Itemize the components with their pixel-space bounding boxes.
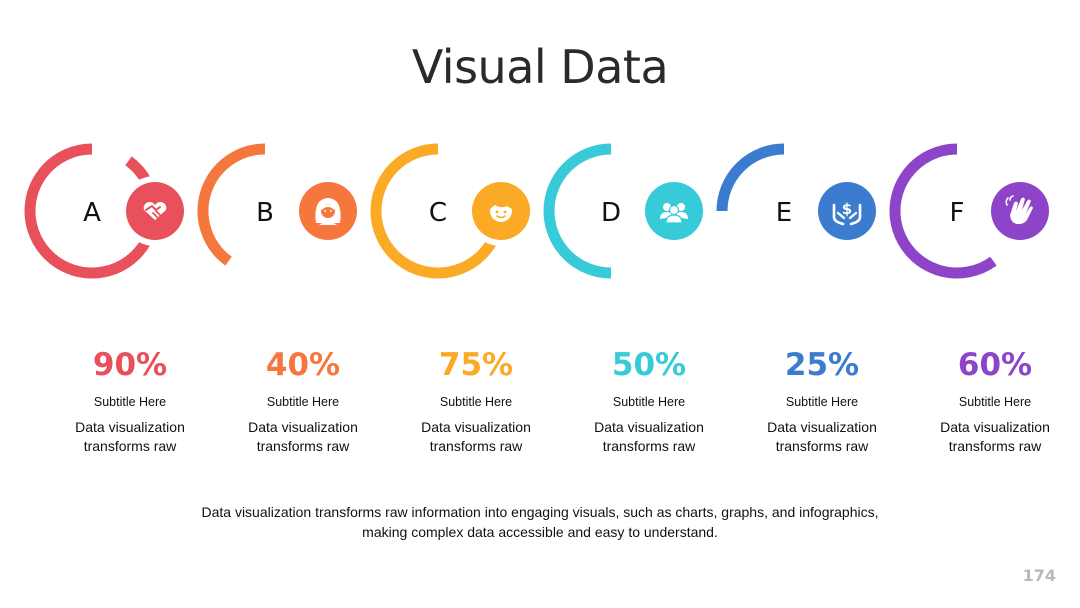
item-description: Data visualization transforms raw [421,419,531,454]
item-subtitle: Subtitle Here [266,395,340,409]
page-number: 174 [1022,566,1056,585]
percentage-label: 25% [784,347,860,383]
svg-text:$: $ [842,200,852,218]
man-face-icon [490,199,512,222]
progress-item-d: D [543,143,709,279]
item-description: Data visualization transforms raw [248,419,358,454]
progress-arc [543,143,612,279]
woman-face-icon [315,198,341,225]
group-people-icon [660,203,688,224]
percentage-label: 60% [957,347,1033,383]
item-description: Data visualization transforms raw [594,419,704,454]
item-description: Data visualization transforms raw [767,419,877,454]
item-letter: A [83,198,101,228]
progress-arc [197,143,266,266]
percentage-label: 50% [611,347,687,383]
footer-text: Data visualization transforms raw inform… [201,504,879,540]
progress-item-f: F [889,143,1055,279]
item-letter: C [429,198,447,228]
item-subtitle: Subtitle Here [439,395,513,409]
item-description: Data visualization transforms raw [75,419,185,454]
progress-item-e: $E [716,143,882,246]
progress-item-b: B [197,143,363,266]
progress-arc [370,143,506,279]
item-letter: B [256,198,274,228]
percentage-label: 40% [265,347,341,383]
item-description: Data visualization transforms raw [940,419,1050,454]
progress-arc [716,143,785,212]
money-hands-icon: $ [832,200,862,226]
page-title: Visual Data [411,40,669,94]
percentage-label: 75% [438,347,514,383]
item-subtitle: Subtitle Here [958,395,1032,409]
item-letter: F [950,198,965,228]
progress-item-c: C [370,143,536,279]
item-subtitle: Subtitle Here [785,395,859,409]
waving-hand-icon [1005,195,1033,225]
handshake-heart-icon [143,201,167,220]
item-letter: D [601,198,621,228]
item-subtitle: Subtitle Here [93,395,167,409]
item-subtitle: Subtitle Here [612,395,686,409]
item-letter: E [776,198,792,228]
icon-circle [818,182,876,240]
progress-arc [889,143,997,279]
progress-item-a: A [24,143,190,279]
percentage-label: 90% [92,347,168,383]
